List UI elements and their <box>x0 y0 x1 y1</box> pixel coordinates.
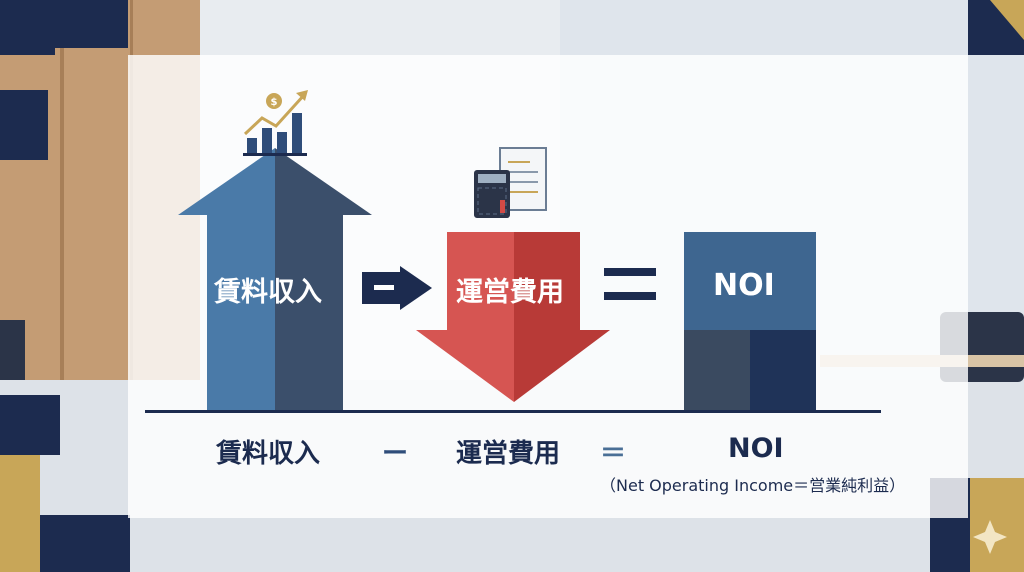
growth-chart-icon: $ <box>243 90 308 156</box>
calculator-document-icon <box>474 147 547 218</box>
formula-income: 賃料収入 <box>216 439 321 469</box>
svg-text:$: $ <box>271 97 278 108</box>
formula-definition: （Net Operating Income＝営業純利益） <box>600 476 906 495</box>
noi-block <box>684 232 816 410</box>
navy-tile <box>0 0 55 55</box>
equals-sign <box>604 268 656 300</box>
formula-equals: ＝ <box>600 439 627 469</box>
noi-block-label: NOI <box>713 268 775 303</box>
formula-result: NOI <box>728 433 784 464</box>
formula-expenses: 運営費用 <box>456 439 561 469</box>
gold-tile <box>0 455 40 572</box>
sparkle-icon <box>973 520 1007 554</box>
income-arrow-label: 賃料収入 <box>214 277 322 308</box>
expenses-arrow-label: 運営費用 <box>456 277 564 308</box>
formula-minus: ー <box>382 439 409 469</box>
dollar-coin-icon <box>266 93 282 109</box>
baseline-divider <box>145 410 881 413</box>
income-arrow <box>178 148 372 410</box>
expenses-arrow <box>416 232 610 402</box>
minus-arrow <box>362 266 432 310</box>
